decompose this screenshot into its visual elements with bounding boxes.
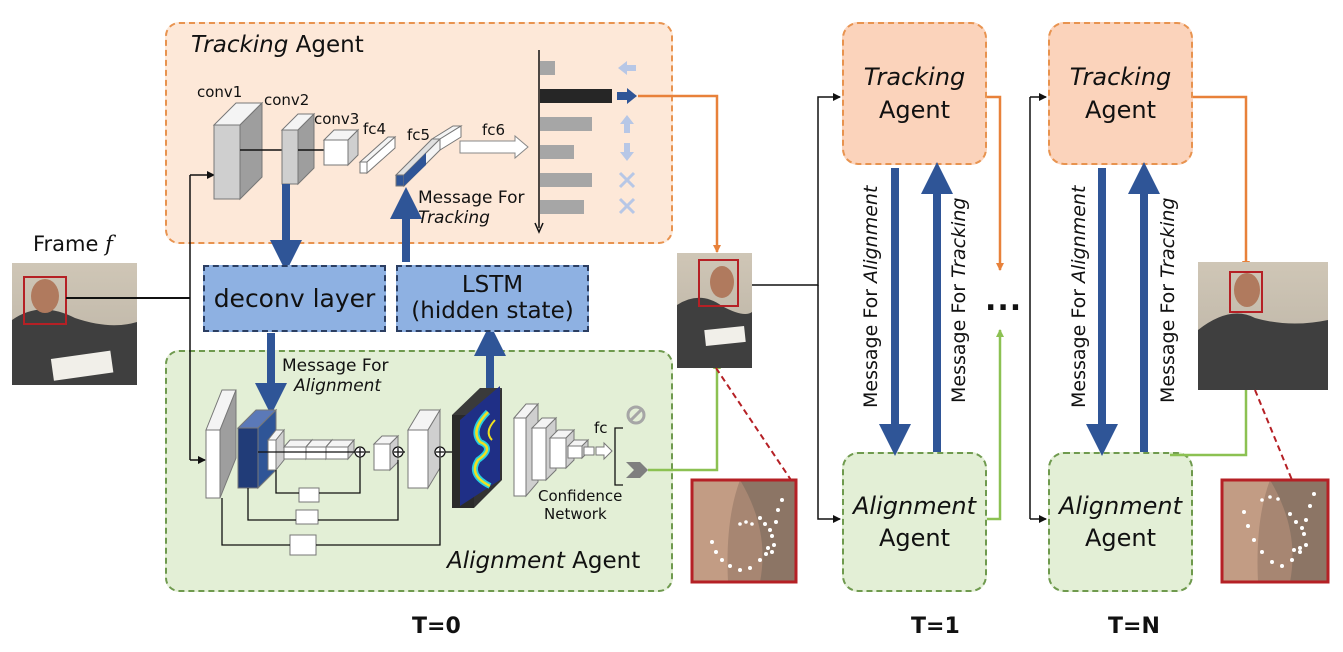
alignment-agent-box-tn-label: Agent	[1084, 524, 1157, 552]
no-entry-icon	[626, 405, 646, 425]
landmark-heatmap	[452, 386, 502, 508]
move-up-icon	[620, 115, 634, 133]
face-bbox	[23, 276, 67, 325]
t0-to-t1-alignment-arrow	[817, 285, 841, 523]
tracking-agent-box-t1: Tracking Agent	[842, 22, 987, 165]
tn-msg-tracking-prefix: Message For	[1157, 277, 1179, 403]
tracking-agent-title-italic: Tracking	[191, 32, 289, 58]
tracking-output-arrow	[638, 94, 721, 253]
tracking-agent-box-tn-italic: Tracking	[1069, 63, 1172, 92]
zoom-line-t0	[715, 367, 792, 481]
confidence-network	[512, 402, 623, 498]
alignment-agent-box-t1: Alignment Agent	[842, 452, 987, 592]
tn-msg-tracking-label: Message For Tracking	[1157, 198, 1179, 403]
message-for-tracking-line2: Tracking	[418, 207, 490, 228]
confidence-chevron-icon	[626, 462, 648, 478]
frame-f-text: Frame	[33, 232, 106, 256]
confidence-network-label: Confidence Network	[538, 487, 622, 523]
timestep-t1-label: T=1	[911, 614, 960, 639]
message-for-alignment-line2: Alignment	[294, 375, 382, 396]
tn-tracking-output-arrow	[1193, 95, 1250, 269]
t1-msg-alignment-label: Message For Alignment	[860, 186, 882, 408]
t1-msg-tracking-label: Message For Tracking	[948, 198, 970, 403]
confidence-network-line1: Confidence	[538, 487, 623, 505]
timestep-t0-label: T=0	[412, 614, 461, 639]
skip-connections	[221, 446, 452, 546]
t1-alignment-output-arrow	[987, 329, 1004, 521]
message-for-alignment-line1: Message For	[282, 356, 389, 376]
face-closeup-tn	[1220, 478, 1330, 584]
action-icons	[617, 61, 637, 215]
alignment-agent-title: Alignment Agent	[447, 548, 640, 574]
deconv-layer-box: deconv layer	[203, 265, 386, 332]
t1-msg-alignment-word: Alignment	[860, 185, 882, 283]
scale-up-icon	[618, 197, 636, 215]
t1-tracking-output-arrow	[987, 95, 1004, 271]
t1-msg-tracking-word: Tracking	[948, 197, 970, 278]
lstm-box: LSTM (hidden state)	[396, 265, 589, 332]
tn-msg-alignment-word: Alignment	[1068, 185, 1090, 283]
tracking-agent-title-rest: Agent	[288, 32, 364, 58]
fc6-label: fc6	[482, 121, 506, 139]
tracking-agent-box-t1-label: Agent	[878, 95, 951, 124]
face-landmarks-t0	[710, 498, 784, 572]
conv1-label: conv1	[197, 83, 243, 101]
lstm-label-line1: LSTM	[461, 272, 524, 299]
tn-msg-alignment-prefix: Message For	[1068, 282, 1090, 408]
frame-photo	[12, 263, 137, 385]
tn-msg-alignment-label: Message For Alignment	[1068, 186, 1090, 408]
message-for-alignment-label: Message For Alignment	[282, 356, 389, 396]
tracking-cnn	[212, 101, 463, 201]
face-landmarks-tn	[1242, 492, 1316, 568]
tracking-agent-box-tn-label: Agent	[1084, 95, 1157, 124]
message-for-tracking-label: Message For Tracking	[418, 188, 525, 228]
t1-msg-alignment-prefix: Message For	[860, 282, 882, 408]
zoom-line-tn	[1254, 389, 1293, 481]
frame-photo-t0	[677, 253, 752, 368]
alignment-network	[205, 389, 441, 556]
move-down-icon	[620, 143, 634, 161]
frame-photo-tn	[1198, 262, 1328, 390]
alignment-agent-box-t1-italic: Alignment	[853, 491, 976, 520]
frame-f-label: Frame f	[33, 232, 113, 256]
alignment-agent-title-rest: Agent	[564, 548, 641, 574]
confidence-network-line2: Network	[544, 505, 607, 523]
tn-msg-tracking-word: Tracking	[1157, 197, 1179, 278]
tracking-agent-title: Tracking Agent	[191, 32, 364, 58]
scale-down-icon	[618, 171, 636, 189]
alignment-output-arrow	[648, 361, 721, 472]
t0-to-t1-tracking-arrow	[752, 93, 841, 286]
alignment-agent-box-tn-italic: Alignment	[1059, 491, 1182, 520]
face-closeup-t0	[690, 478, 798, 584]
frame-f-var: f	[105, 232, 113, 256]
alignment-agent-title-italic: Alignment	[447, 548, 565, 574]
fc-label: fc	[594, 419, 608, 437]
move-right-icon	[617, 88, 637, 104]
ellipsis: ...	[985, 283, 1023, 318]
t1-msg-tracking-prefix: Message For	[948, 277, 970, 403]
fc6-arrow	[459, 134, 529, 160]
lstm-label-line2: (hidden state)	[411, 297, 574, 324]
alignment-agent-box-t1-label: Agent	[878, 524, 951, 552]
timestep-tn-label: T=N	[1108, 614, 1160, 639]
fc5-label: fc5	[407, 126, 431, 144]
message-for-tracking-line1: Message For	[418, 188, 525, 208]
conv3-label: conv3	[314, 110, 360, 128]
action-bars	[534, 50, 612, 234]
fc4-label: fc4	[363, 120, 387, 138]
tracking-agent-box-t1-italic: Tracking	[863, 63, 966, 92]
conv2-label: conv2	[264, 91, 310, 109]
deconv-layer-label: deconv layer	[213, 283, 376, 313]
alignment-agent-box-tn: Alignment Agent	[1048, 452, 1193, 592]
move-left-icon	[618, 61, 636, 75]
tracking-agent-box-tn: Tracking Agent	[1048, 22, 1193, 165]
